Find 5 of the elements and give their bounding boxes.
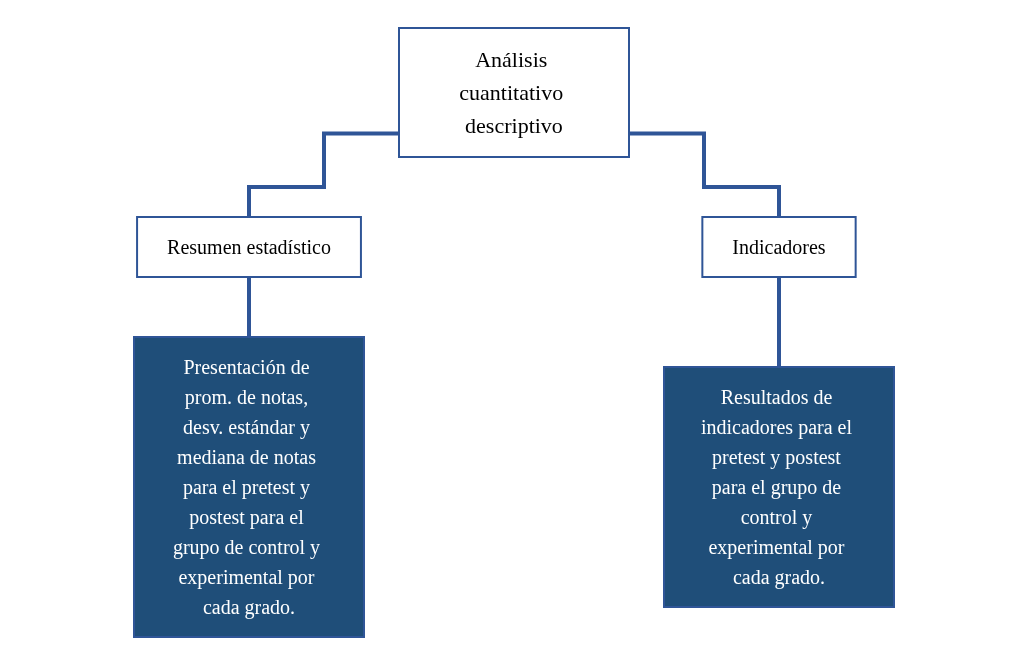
node-box: Resultados de indicadores para el pretest y postest para el grupo de control y experimental por cada grado. xyxy=(662,365,895,608)
node-box: Resumen estadístico xyxy=(135,215,362,278)
node-box: Presentación de prom. de notas, desv. estándar y mediana de notas para el pretest y postest para el grupo de control y experimental por cada grado. xyxy=(132,335,365,638)
node-box: Análisis cuantitativo descriptivo xyxy=(397,26,630,158)
node-box: Indicadores xyxy=(700,215,857,278)
